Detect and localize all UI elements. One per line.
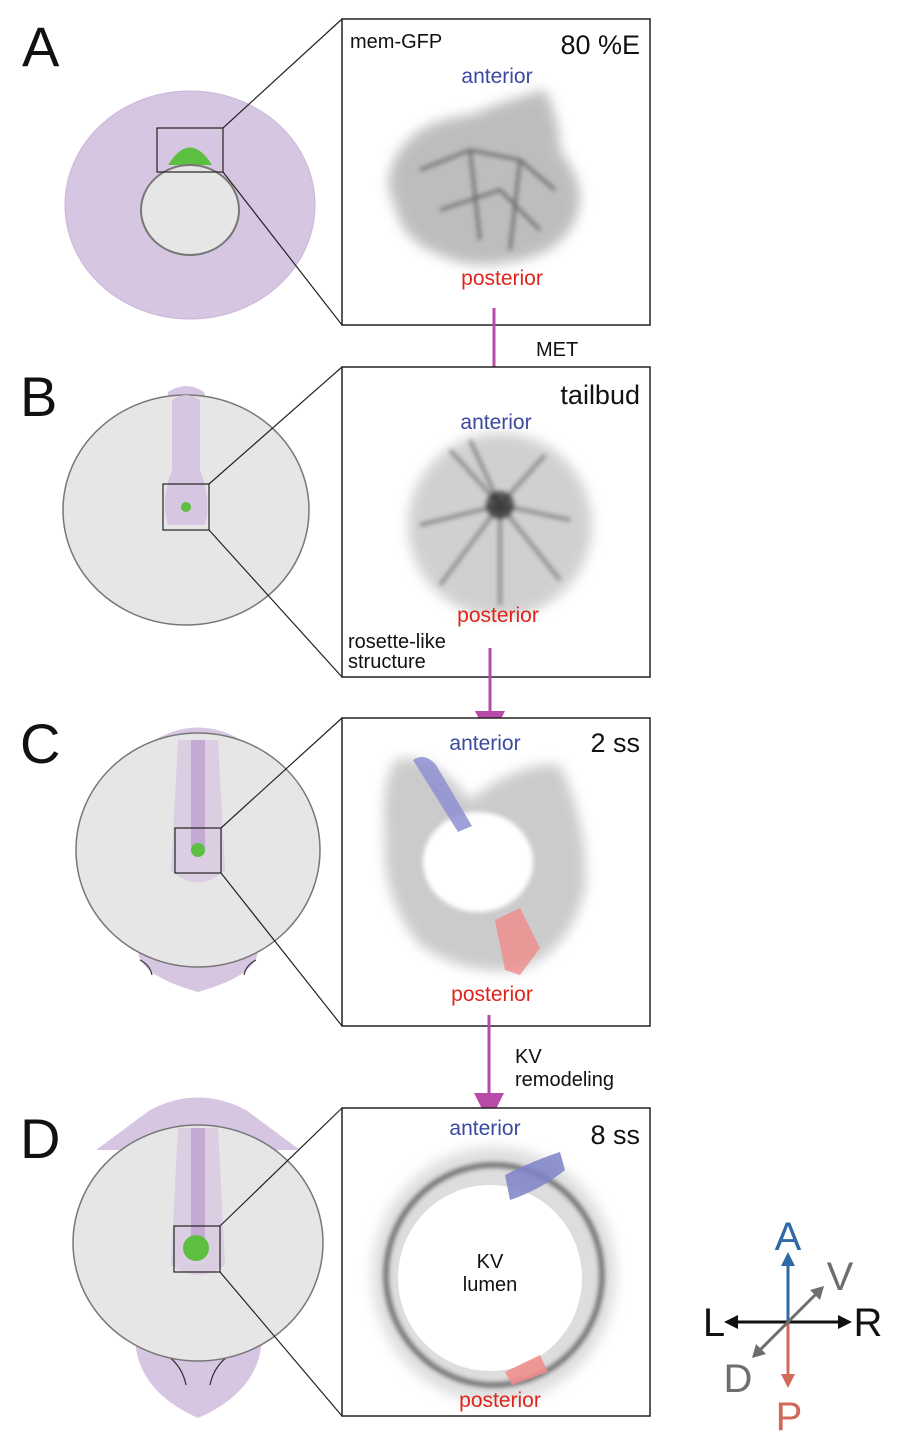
rosette-b xyxy=(408,433,592,617)
axis-label-d: D xyxy=(724,1357,753,1401)
zoom-line-a-bottom xyxy=(222,171,343,326)
note-label-b-line2: structure xyxy=(348,651,426,673)
arrow-diagonal-up-icon xyxy=(810,1286,824,1300)
kv-lumen-d xyxy=(372,1147,616,1403)
zoom-line-d-top xyxy=(219,1107,343,1227)
anterior-label-d: anterior xyxy=(449,1117,520,1140)
axis-label-l: L xyxy=(703,1301,725,1345)
embryo-schematic-a xyxy=(64,90,316,320)
embryo-schematic-d xyxy=(72,1097,324,1418)
zoom-line-c-top xyxy=(220,717,343,829)
arrow-right-icon xyxy=(838,1315,852,1329)
panel-letter-d: D xyxy=(20,1107,60,1170)
axis-label-p: P xyxy=(776,1395,803,1436)
panel-a: A mem-GFP 80 %E anterior posterior xyxy=(22,15,651,326)
zoom-line-c-bottom xyxy=(220,872,343,1027)
posterior-label-a: posterior xyxy=(461,267,543,290)
stage-label-c: 2 ss xyxy=(590,728,640,758)
panel-letter-a: A xyxy=(22,15,60,78)
panel-b: B tailbud anterior posterior rosette-lik… xyxy=(20,365,651,678)
arrow-down-icon xyxy=(781,1374,795,1388)
embryo-schematic-b xyxy=(62,386,310,626)
posterior-label-b: posterior xyxy=(457,604,539,627)
marker-label-a: mem-GFP xyxy=(350,31,442,53)
zoom-box-c xyxy=(174,827,222,874)
zoom-line-d-bottom xyxy=(219,1271,343,1417)
body-axes-compass: A P L R V D xyxy=(703,1215,883,1436)
transition-label-ab: MET xyxy=(536,339,578,361)
lumen-label-d-line2: lumen xyxy=(463,1274,517,1296)
panel-c: C 2 ss anterior posterior xyxy=(20,712,651,1027)
transition-label-cd-line2: remodeling xyxy=(515,1069,614,1091)
arrow-diagonal-down-icon xyxy=(752,1344,766,1358)
zoom-line-a-top xyxy=(222,18,343,129)
arrow-left-icon xyxy=(724,1315,738,1329)
stage-label-a: 80 %E xyxy=(560,30,640,60)
cell-cluster-a xyxy=(388,90,580,265)
note-label-b-line1: rosette-like xyxy=(348,631,446,653)
posterior-label-d: posterior xyxy=(459,1389,541,1412)
axis-label-v: V xyxy=(827,1255,854,1299)
kv-forming-c xyxy=(383,756,586,975)
panel-letter-b: B xyxy=(20,365,57,428)
axis-label-r: R xyxy=(854,1301,883,1345)
axis-label-a: A xyxy=(775,1215,802,1259)
stage-label-d: 8 ss xyxy=(590,1120,640,1150)
lumen-label-d-line1: KV xyxy=(477,1251,504,1273)
arrow-up-icon xyxy=(781,1252,795,1266)
transition-label-cd-line1: KV xyxy=(515,1046,542,1068)
anterior-label-a: anterior xyxy=(461,65,532,88)
zoom-box-a xyxy=(156,127,224,173)
zoom-line-b-bottom xyxy=(208,529,343,678)
panel-d: D 8 ss anterior posterior KV lumen xyxy=(20,1097,651,1418)
zoom-box-b xyxy=(162,483,210,531)
panel-letter-c: C xyxy=(20,712,60,775)
embryo-schematic-c xyxy=(75,727,321,992)
zoom-box-d xyxy=(173,1225,221,1273)
posterior-label-c: posterior xyxy=(451,983,533,1006)
stage-label-b: tailbud xyxy=(560,380,640,410)
anterior-label-b: anterior xyxy=(460,411,531,434)
anterior-label-c: anterior xyxy=(449,732,520,755)
zoom-line-b-top xyxy=(208,366,343,485)
